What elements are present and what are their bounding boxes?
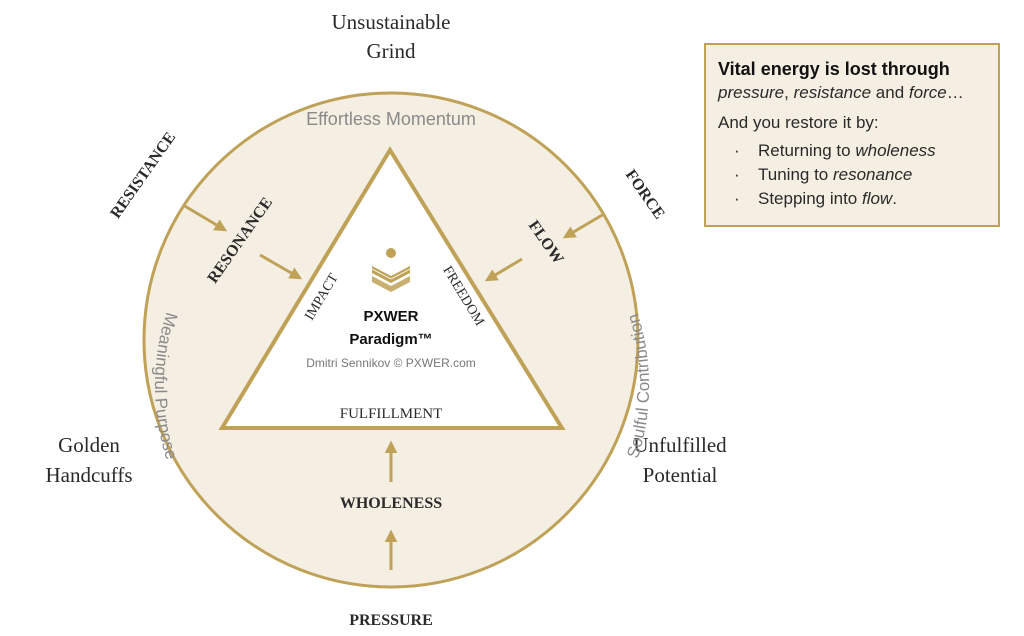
restore-item: · Stepping into flow. (734, 187, 986, 211)
ring-top-label: Effortless Momentum (306, 109, 476, 129)
bullet-dot: · (734, 189, 740, 208)
label-pressure: PRESSURE (349, 612, 433, 629)
loss-resistance: resistance (793, 83, 872, 102)
brand-line2: Paradigm™ (349, 331, 432, 348)
pxwer-chevron-logo-icon (371, 248, 411, 292)
triangle-base-label: FULFILLMENT (340, 406, 443, 422)
restore-text: Stepping into (758, 189, 862, 208)
energy-callout-box: Vital energy is lost through pressure, r… (704, 43, 1000, 227)
loss-pressure: pressure (718, 83, 785, 102)
callout-losses: pressure, resistance and force… (718, 81, 986, 105)
credit-text: Dmitri Sennikov © PXWER.com (306, 356, 476, 370)
label-wholeness: WHOLENESS (340, 495, 442, 512)
label-resistance: RESISTANCE (107, 129, 179, 222)
loss-ellipsis: … (946, 83, 964, 102)
restore-item: · Tuning to resonance (734, 163, 986, 187)
arrow-force (562, 212, 605, 239)
restore-item: · Returning to wholeness (734, 139, 986, 163)
brand-line1: PXWER (363, 308, 418, 325)
arrow-resonance (259, 253, 303, 280)
restore-text: Tuning to (758, 165, 833, 184)
callout-lead: And you restore it by: (718, 113, 879, 132)
restore-end: . (892, 189, 897, 208)
arrow-flow (484, 257, 523, 282)
outer-top-line2: Grind (367, 39, 416, 63)
label-force: FORCE (622, 167, 668, 223)
restore-text: Returning to (758, 141, 856, 160)
callout-headline: Vital energy is lost through (718, 59, 950, 79)
loss-sep1: , (784, 83, 794, 102)
outer-right-line1: Unfulfilled (633, 433, 727, 457)
restore-emphasis: resonance (832, 165, 913, 184)
outer-left-line1: Golden (58, 433, 120, 457)
restore-list: · Returning to wholeness · Tuning to reson… (718, 139, 986, 211)
bullet-dot: · (734, 165, 740, 184)
restore-emphasis: wholeness (855, 141, 936, 160)
restore-emphasis: flow (861, 189, 893, 208)
bullet-dot: · (734, 141, 740, 160)
loss-sep2: and (871, 83, 909, 102)
arrow-resistance (182, 203, 228, 232)
loss-force: force (908, 83, 947, 102)
outer-left-line2: Handcuffs (45, 463, 132, 487)
outer-right-line2: Potential (643, 463, 718, 487)
outer-top-line1: Unsustainable (332, 10, 451, 34)
